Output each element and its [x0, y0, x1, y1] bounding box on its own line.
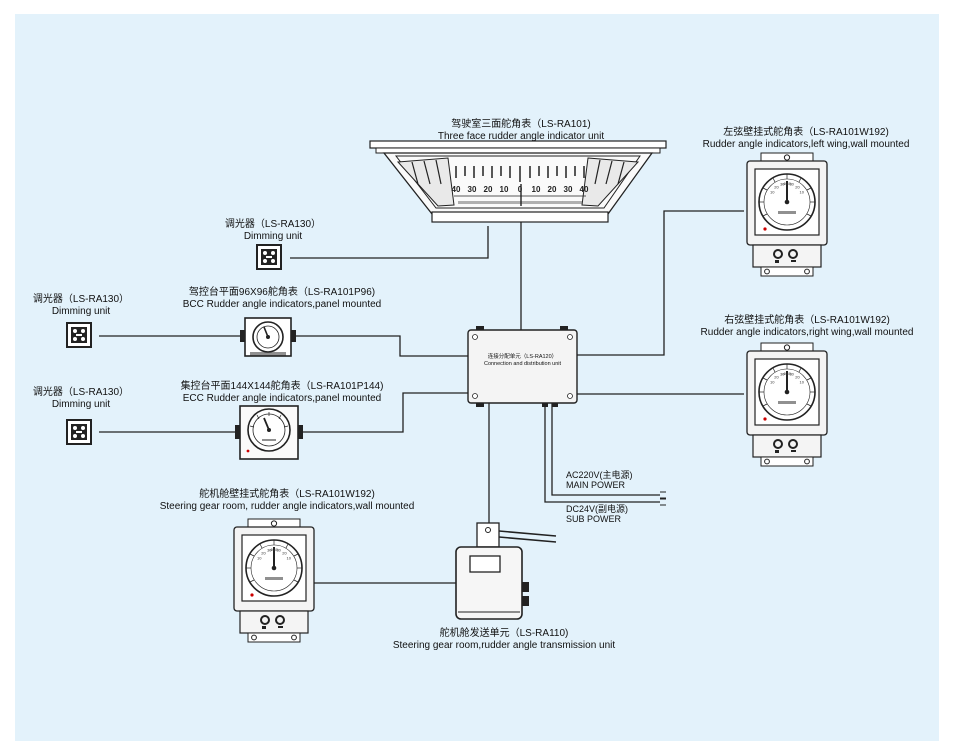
dial-number: 40 — [274, 547, 279, 552]
junction-label-cn: 连接分配单元（LS-RA120） — [487, 354, 558, 360]
dimming-top-label-en: Dimming unit — [243, 231, 303, 242]
ecc-label-cn: 集控台平面144X144舵角表（LS-RA101P144) — [180, 381, 384, 392]
dimming-unit-top — [256, 244, 282, 270]
dial-number: 10 — [770, 190, 775, 195]
ecc-label: 集控台平面144X144舵角表（LS-RA101P144) ECC Rudder… — [162, 381, 402, 405]
dimming-mid-label-en: Dimming unit — [51, 306, 111, 317]
dimming-low-label: 调光器（LS-RA130） Dimming unit — [26, 387, 136, 411]
dial-number: 20 — [282, 551, 287, 556]
three-face-scale-number: 40 — [580, 185, 589, 194]
left-wing-label-en: Rudder angle indicators,left wing,wall m… — [702, 139, 910, 150]
dial-number: 10 — [799, 190, 804, 195]
bcc-panel-indicator — [240, 317, 296, 357]
steering-room-indicator — [233, 518, 315, 643]
dial-number: 10 — [286, 556, 291, 561]
dial-number: 30 — [267, 548, 272, 553]
three-face-label-cn: 驾驶室三面舵角表（LS-RA101) — [451, 119, 591, 130]
steering-room-label-en: Steering gear room, rudder angle indicat… — [159, 501, 415, 512]
three-face-label: 驾驶室三面舵角表（LS-RA101) Three face rudder ang… — [410, 119, 632, 143]
steering-room-label-cn: 舵机舱壁挂式舵角表（LS-RA101W192) — [199, 489, 375, 500]
left-wing-label-cn: 左弦壁挂式舵角表（LS-RA101W192) — [723, 127, 889, 138]
connection-lines — [99, 210, 744, 584]
dimming-unit-mid — [66, 322, 92, 348]
right-wing-label-cn: 右弦壁挂式舵角表（LS-RA101W192) — [724, 315, 890, 326]
three-face-label-en: Three face rudder angle indicator unit — [437, 131, 605, 142]
dimming-mid-label-cn: 调光器（LS-RA130） — [32, 294, 130, 305]
three-face-scale-number: 20 — [484, 185, 493, 194]
transmission-label: 舵机舱发送单元（LS-RA110) Steering gear room,rud… — [384, 628, 624, 652]
power-terminals — [660, 491, 666, 506]
dial-number: 30 — [780, 182, 785, 187]
ecc-panel-indicator — [235, 405, 303, 460]
junction-box — [467, 326, 578, 407]
dial-number: 20 — [261, 551, 266, 556]
sub-power-label-en: SUB POWER — [566, 514, 622, 524]
dial-number: 30 — [780, 372, 785, 377]
junction-label-en: Connection and distribution unit — [483, 361, 562, 367]
dial-number: 20 — [774, 185, 779, 190]
three-face-scale-number: 20 — [548, 185, 557, 194]
dial-number: 30 — [789, 182, 794, 187]
main-power-label-cn: AC220V(主电源) — [566, 470, 633, 480]
dimming-top-label: 调光器（LS-RA130） Dimming unit — [218, 219, 328, 243]
transmission-label-en: Steering gear room,rudder angle transmis… — [392, 640, 616, 651]
main-power-label-en: MAIN POWER — [566, 480, 626, 490]
three-face-indicator — [369, 140, 667, 223]
three-face-scale-number: 10 — [500, 185, 509, 194]
sub-power-label: DC24V(副电源) SUB POWER — [566, 504, 628, 524]
dimming-mid-label: 调光器（LS-RA130） Dimming unit — [26, 294, 136, 318]
bcc-label: 驾控台平面96X96舵角表（LS-RA101P96) BCC Rudder an… — [164, 287, 400, 311]
three-face-scale-number: 40 — [452, 185, 461, 194]
dimming-unit-low — [66, 419, 92, 445]
bcc-label-en: BCC Rudder angle indicators,panel mounte… — [182, 299, 382, 310]
dial-number: 40 — [783, 181, 788, 186]
dial-number: 20 — [795, 185, 800, 190]
sub-power-label-cn: DC24V(副电源) — [566, 504, 629, 514]
steering-room-label: 舵机舱壁挂式舵角表（LS-RA101W192) Steering gear ro… — [154, 489, 420, 513]
junction-label: 连接分配单元（LS-RA120） Connection and distribu… — [470, 354, 575, 368]
left-wing-label: 左弦壁挂式舵角表（LS-RA101W192) Rudder angle indi… — [696, 127, 916, 151]
three-face-scale-number: 0 — [518, 185, 523, 194]
bcc-label-cn: 驾控台平面96X96舵角表（LS-RA101P96) — [188, 287, 376, 298]
dial-number: 10 — [770, 380, 775, 385]
dial-number: 30 — [789, 372, 794, 377]
right-wing-label: 右弦壁挂式舵角表（LS-RA101W192) Rudder angle indi… — [690, 315, 924, 339]
dial-number: 40 — [783, 371, 788, 376]
dimming-low-label-cn: 调光器（LS-RA130） — [32, 387, 130, 398]
dimming-low-label-en: Dimming unit — [51, 399, 111, 410]
right-wing-label-en: Rudder angle indicators,right wing,wall … — [700, 327, 914, 338]
dial-number: 20 — [795, 375, 800, 380]
transmission-unit — [455, 522, 557, 620]
right-wing-indicator — [746, 342, 828, 467]
dial-number: 40 — [787, 181, 792, 186]
dial-number: 20 — [774, 375, 779, 380]
three-face-scale-number: 10 — [532, 185, 541, 194]
transmission-label-cn: 舵机舱发送单元（LS-RA110) — [439, 628, 569, 639]
three-face-scale-number: 30 — [564, 185, 573, 194]
dial-number: 10 — [257, 556, 262, 561]
main-power-label: AC220V(主电源) MAIN POWER — [566, 470, 633, 490]
dial-number: 40 — [270, 547, 275, 552]
dial-number: 10 — [799, 380, 804, 385]
dial-number: 30 — [276, 548, 281, 553]
dimming-top-label-cn: 调光器（LS-RA130） — [224, 219, 322, 230]
ecc-label-en: ECC Rudder angle indicators,panel mounte… — [182, 393, 382, 404]
three-face-scale-number: 30 — [468, 185, 477, 194]
left-wing-indicator — [746, 152, 828, 277]
dial-number: 40 — [787, 371, 792, 376]
